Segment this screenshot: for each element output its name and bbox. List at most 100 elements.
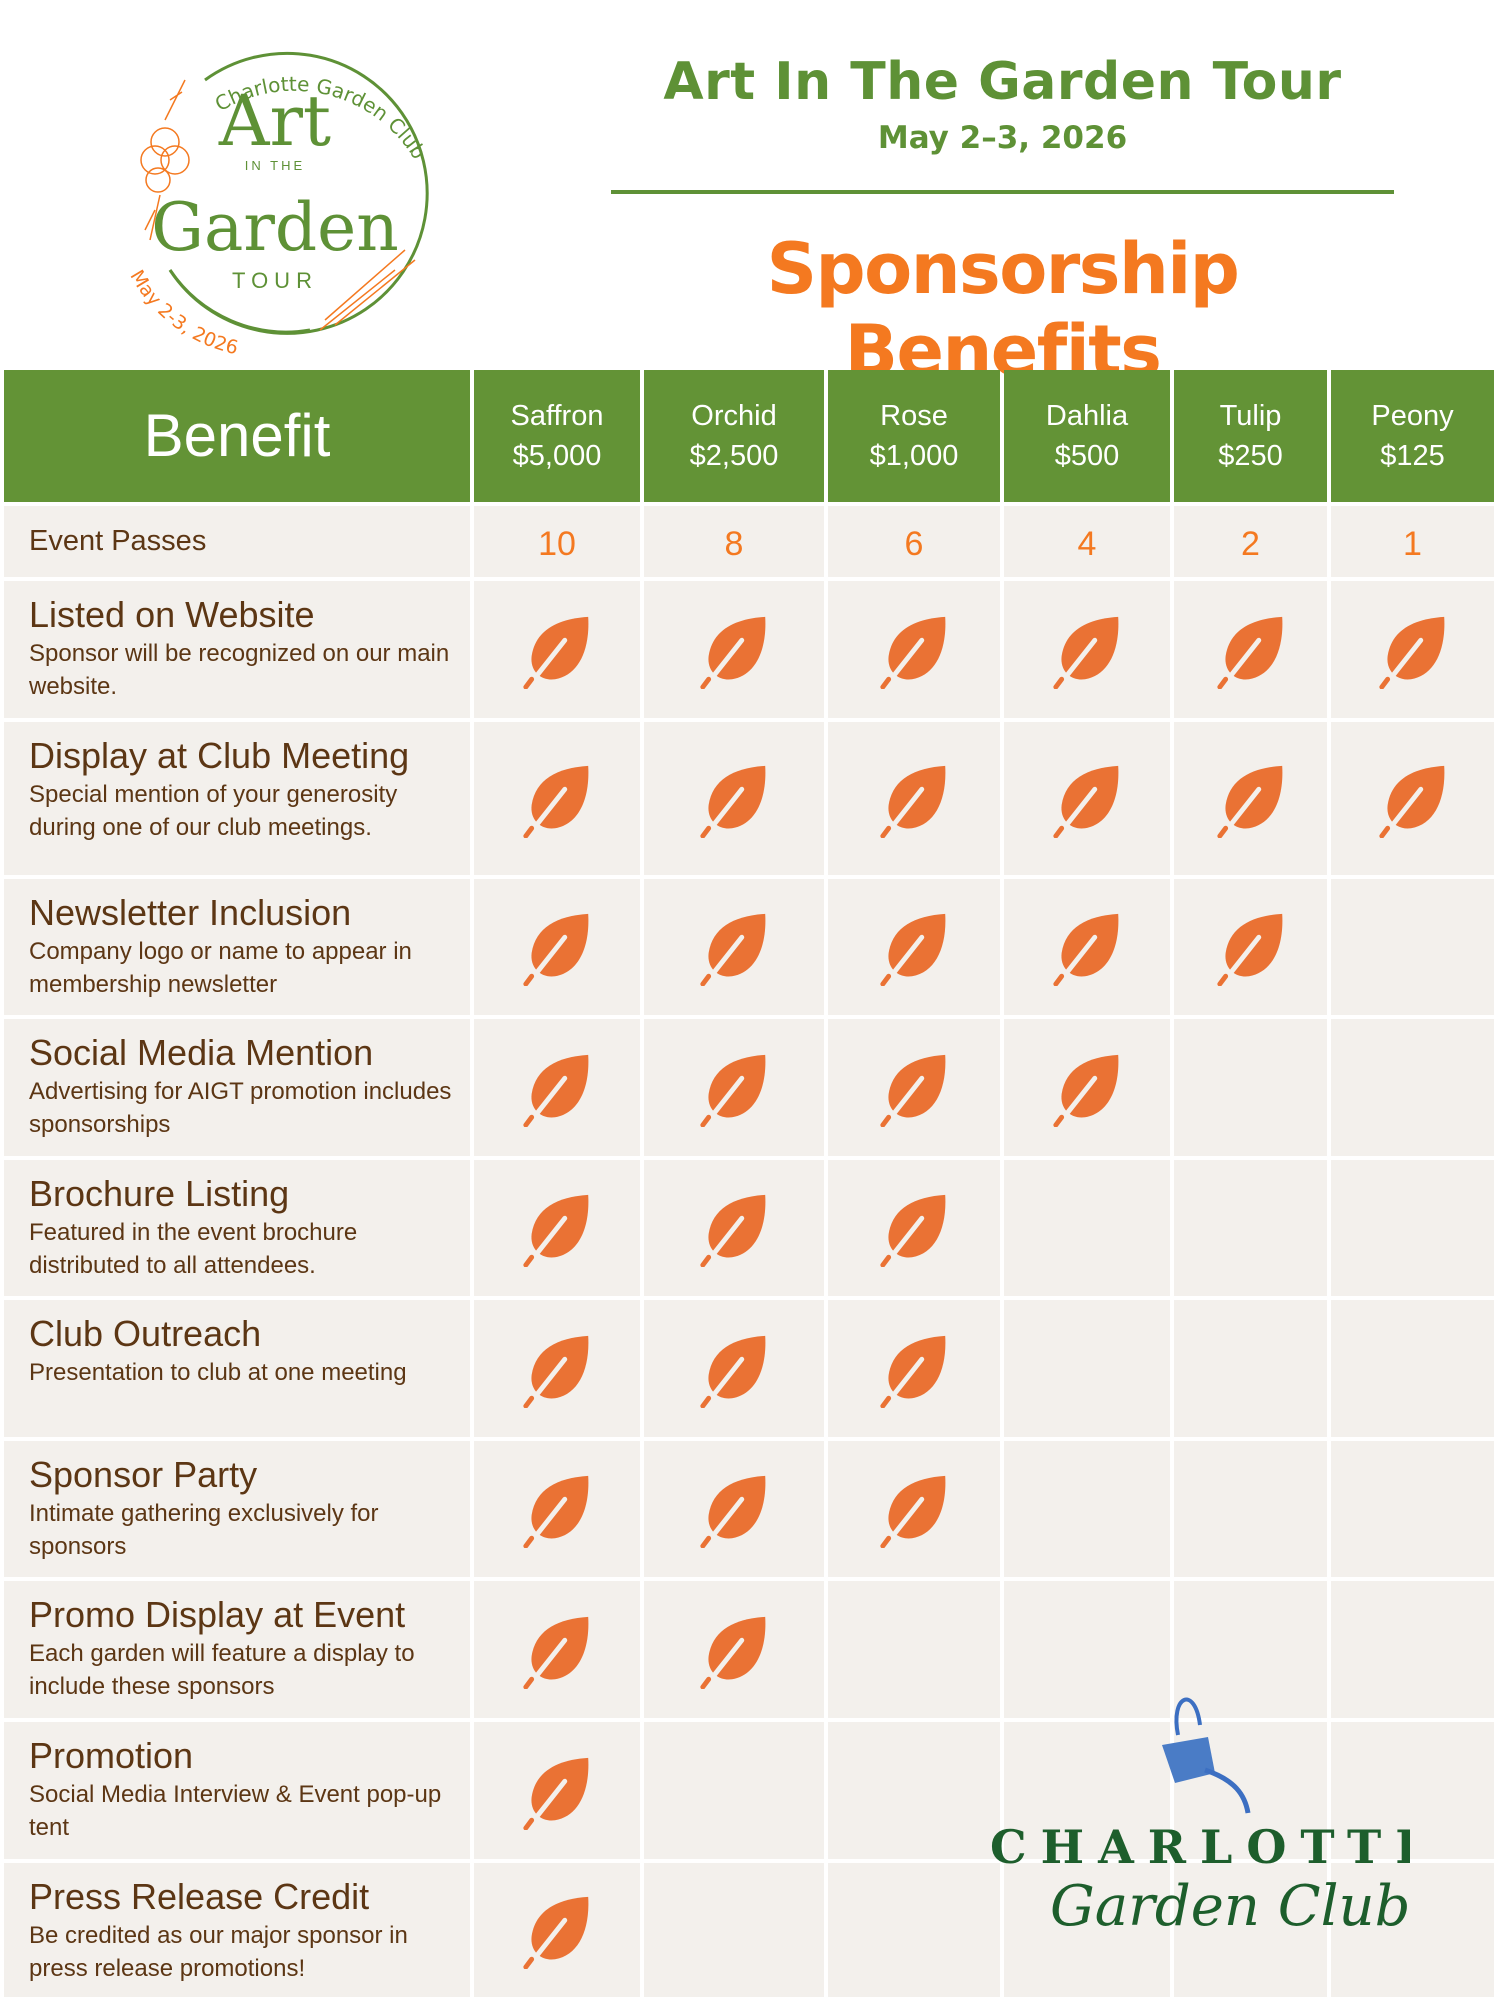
benefit-tier-cell [1174,879,1327,1015]
benefit-tier-cell [1331,1441,1494,1577]
club-subname: Garden Club [1050,1874,1410,1935]
benefit-tier-cell [828,1160,1000,1296]
benefit-tier-cell [644,1581,824,1718]
tier-name: Saffron [510,400,604,432]
tier-name: Tulip [1219,400,1282,432]
benefit-tier-cell [474,581,640,718]
leaf-icon [518,1189,596,1267]
leaf-icon [1212,611,1290,689]
logo-garden: Garden [151,189,398,266]
benefit-tier-cell [644,581,824,718]
tier-price: $1,000 [869,440,959,472]
benefit-tier-cell [644,1441,824,1577]
benefit-tier-cell [1331,1160,1494,1296]
event-passes-label: Event Passes [4,506,470,577]
page-title: Art In The Garden Tour [663,52,1342,112]
leaf-icon [1048,908,1126,986]
event-passes-count: 8 [724,525,744,563]
divider [611,190,1394,194]
benefit-tier-cell [828,879,1000,1015]
leaf-icon [518,760,596,838]
benefit-description: Sponsor will be recognized on our main w… [29,640,450,700]
benefit-tier-cell [474,1441,640,1577]
tier-name: Peony [1371,400,1454,432]
benefit-tier-cell [1174,1863,1327,1997]
benefit-name: Promo Display at Event [29,1594,406,1635]
benefit-tier-cell [474,1722,640,1859]
logo-date: May 2-3, 2026 [126,266,241,359]
benefit-tier-cell [474,1019,640,1156]
benefit-tier-cell [474,879,640,1015]
leaf-icon [695,760,773,838]
benefit-tier-cell [1174,1441,1327,1577]
event-passes-cell: 6 [828,506,1000,577]
benefit-tier-cell [1331,581,1494,718]
event-passes-count: 1 [1403,525,1422,563]
benefit-tier-cell [644,1722,824,1859]
leaf-icon [1212,908,1290,986]
benefit-name: Club Outreach [29,1313,262,1354]
benefit-name: Promotion [29,1735,194,1776]
benefit-tier-cell [1174,581,1327,718]
benefit-tier-cell [474,1581,640,1718]
benefit-tier-cell [474,722,640,875]
benefit-tier-cell [1004,1019,1170,1156]
tier-header-peony: Peony $125 [1331,370,1494,502]
benefit-tier-cell [1331,1722,1494,1859]
benefit-name: Display at Club Meeting [29,735,410,776]
logo-tour: TOUR [232,268,318,293]
benefit-description: Intimate gathering exclusively for spons… [29,1500,379,1560]
benefit-tier-cell [1004,722,1170,875]
svg-text:May 2-3, 2026: May 2-3, 2026 [126,266,241,359]
benefit-tier-cell [474,1863,640,1997]
benefit-tier-cell [474,1300,640,1437]
leaf-icon [518,1752,596,1830]
tier-header-orchid: Orchid$2,500 [644,370,824,502]
tier-price: $2,500 [689,440,779,472]
tier-price: $125 [1380,440,1445,472]
tier-name: Rose [880,400,948,432]
logo-art: Art [218,80,331,162]
leaf-icon [875,908,953,986]
event-passes-cell: 2 [1174,506,1327,577]
benefit-header: Benefit [4,370,470,502]
benefit-tier-cell [1004,1722,1170,1859]
tier-price: $500 [1054,440,1120,472]
benefit-tier-cell [644,1019,824,1156]
leaf-icon [875,760,953,838]
leaf-icon [875,1330,953,1408]
leaf-icon [518,1611,596,1689]
benefit-tier-cell [1331,1581,1494,1718]
benefit-name: Brochure Listing [29,1173,290,1214]
benefit-name: Social Media Mention [29,1032,374,1073]
benefit-tier-cell [644,1160,824,1296]
leaf-icon [518,908,596,986]
benefit-tier-cell [644,722,824,875]
tier-header-tulip: Tulip$250 [1174,370,1327,502]
benefit-tier-cell [644,1300,824,1437]
event-passes-cell: 8 [644,506,824,577]
benefit-tier-cell [1004,1581,1170,1718]
benefit-tier-cell [1004,581,1170,718]
event-passes-cell: 10 [474,506,640,577]
benefit-description: Presentation to club at one meeting [29,1359,407,1386]
tier-header-rose: Rose $1,000 [828,370,1000,502]
leaf-icon [518,611,596,689]
benefit-tier-cell [1174,722,1327,875]
benefit-tier-cell [828,581,1000,718]
benefit-tier-cell [1004,1863,1170,1997]
benefit-tier-cell [828,1441,1000,1577]
tier-header-dahlia: Dahlia$500 [1004,370,1170,502]
event-passes-cell: 4 [1004,506,1170,577]
benefit-description: Each garden will feature a display to in… [29,1640,415,1700]
logo-in-the: IN THE [245,158,305,173]
leaf-icon [1048,611,1126,689]
benefit-tier-cell [644,1863,824,1997]
leaf-icon [695,1611,773,1689]
benefit-description: Advertising for AIGT promotion includes … [29,1078,452,1138]
benefit-tier-cell [1004,879,1170,1015]
